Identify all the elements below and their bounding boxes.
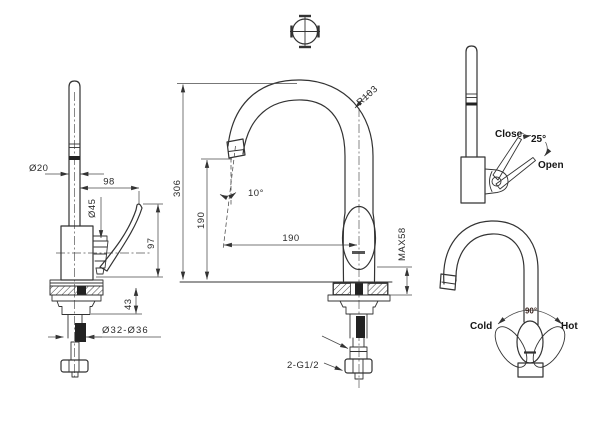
dim-body-diameter: Ø45: [87, 199, 98, 218]
handle-knob: [516, 320, 544, 364]
lever-open-position: [495, 157, 536, 190]
dim-swivel-angle: 90°: [525, 307, 537, 316]
dim-outlet-angle: 10°: [248, 188, 264, 199]
swivel-arc: [497, 309, 563, 325]
left-view-dimensions: Ø20 98 Ø45 97 43 Ø32-Ø36: [29, 163, 163, 340]
dim-spout-radius: R103: [355, 84, 381, 109]
front-view: 10° R103 306 190 190 2-G1/2: [172, 79, 412, 388]
spout-inner: [242, 99, 346, 214]
spout-outlet: [226, 138, 246, 159]
dim-spout-offset: 98: [103, 177, 115, 188]
mounting-deck-side: [49, 285, 104, 296]
lever-close-position: [492, 137, 522, 181]
dim-lever-angle: 25°: [531, 134, 546, 145]
hose-nut-front: [344, 358, 373, 374]
spout-pipe-side: [68, 80, 81, 227]
label-hot: Hot: [561, 321, 578, 332]
dim-handle-diameter: Ø20: [29, 163, 48, 174]
swivel-mixing-view: 90° Cold Hot: [439, 220, 578, 378]
dim-max-deck-thickness: MAX58: [397, 227, 408, 261]
brand-mark: [352, 251, 365, 254]
dim-handle-height: 97: [146, 237, 157, 249]
handle-swing-left: [494, 326, 528, 368]
dim-spout-height: 190: [196, 212, 207, 229]
top-view-symbol: [290, 14, 320, 49]
faucet-body-lever-view: [460, 156, 486, 204]
locknut-side: [56, 300, 96, 315]
gooseneck-inner: [455, 233, 525, 323]
mounting-deck-front: [333, 283, 351, 295]
handle-front-silhouette: [341, 205, 377, 271]
spout-tip: [439, 273, 457, 291]
spout-pipe-lever-view: [465, 45, 478, 158]
dim-under-deck-height: 43: [123, 298, 134, 310]
gooseneck-outer: [443, 220, 539, 326]
locknut-front: [339, 300, 379, 315]
dim-mounting-hole: Ø32-Ø36: [102, 325, 149, 336]
label-close: Close: [495, 129, 523, 140]
spout-outer: [227, 79, 374, 214]
supply-hose-side: [75, 323, 86, 342]
supply-hose-front: [356, 316, 365, 338]
left-side-view: [49, 80, 150, 378]
dim-spout-reach: 190: [282, 233, 299, 244]
dim-thread-connection: 2-G1/2: [287, 360, 319, 371]
body-base: [517, 362, 544, 378]
label-open: Open: [538, 160, 564, 171]
handle-operation-view: Close 25° Open: [460, 45, 564, 204]
handle-swing-right: [532, 326, 566, 368]
hose-nut-side: [60, 359, 89, 373]
label-cold: Cold: [470, 321, 492, 332]
dim-overall-height: 306: [172, 180, 183, 197]
